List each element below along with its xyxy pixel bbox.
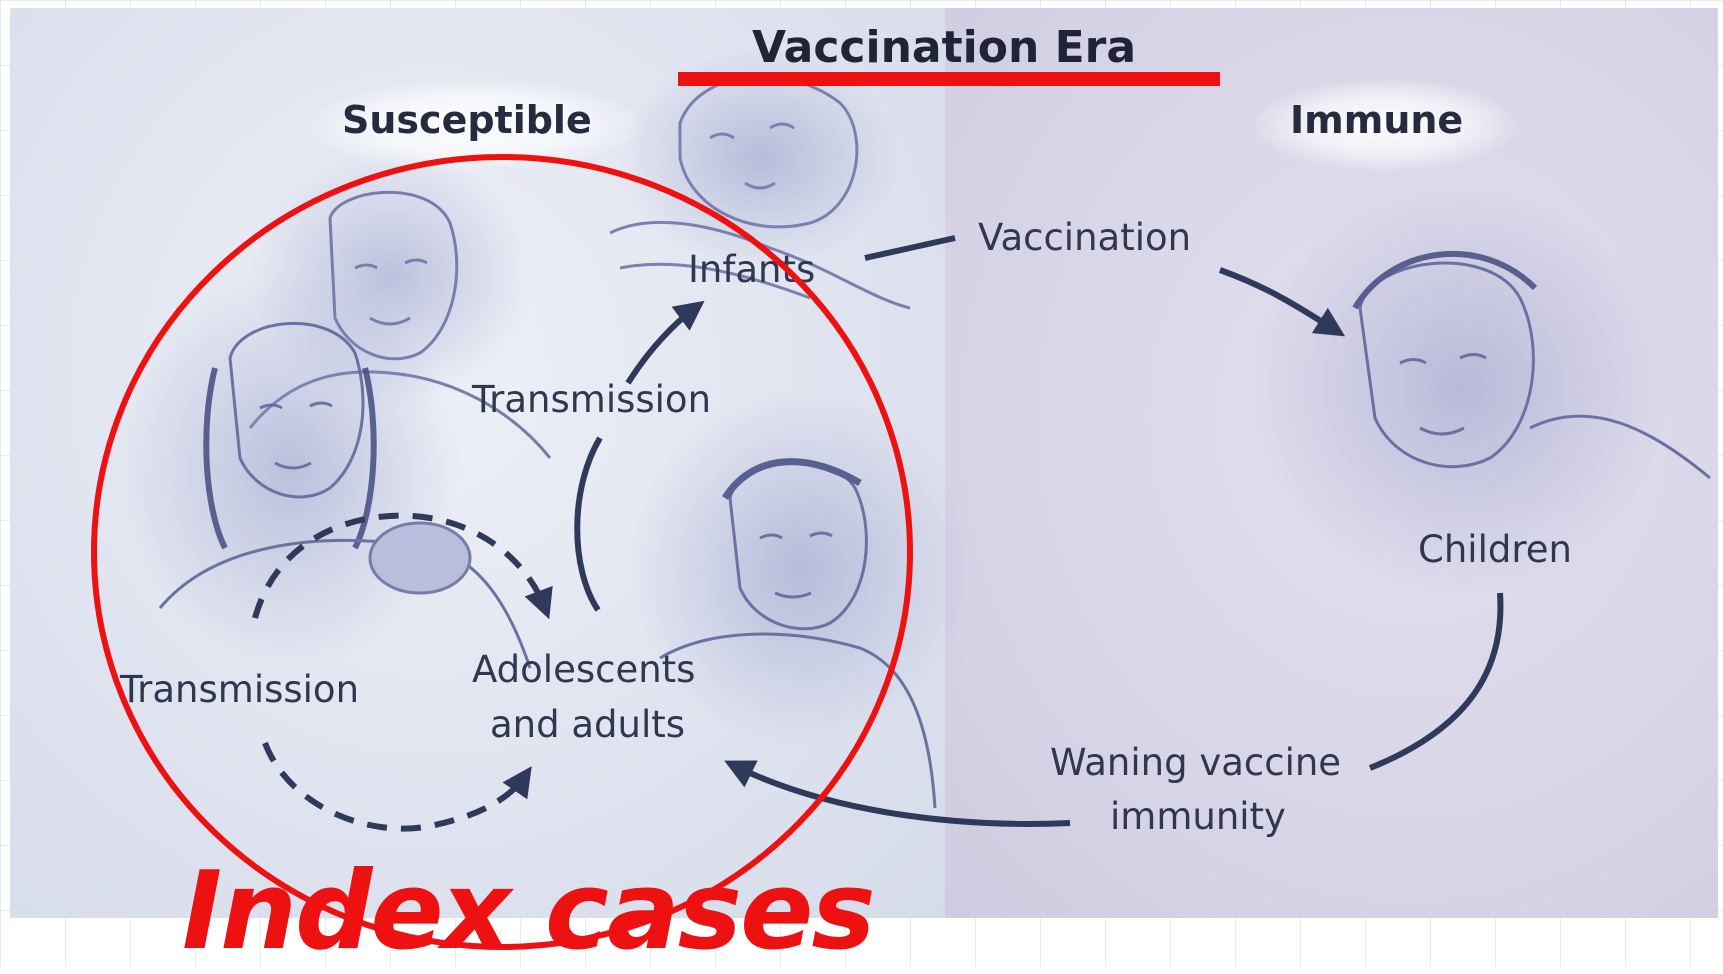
children-to-waning-curve <box>1370 593 1500 768</box>
transmission-upper-label: Transmission <box>472 378 711 421</box>
waning-to-adults-arrow <box>735 766 1070 824</box>
adolescents-label-line1: Adolescents <box>472 648 695 691</box>
waning-label-line1: Waning vaccine <box>1050 741 1341 784</box>
vaccination-to-children-arrow <box>1220 270 1335 330</box>
waning-label-line2: immunity <box>1110 795 1286 838</box>
title-red-underline <box>678 72 1220 86</box>
adults-to-transmission-curve <box>577 438 600 610</box>
children-label: Children <box>1418 528 1572 571</box>
dashed-transmission-loop-upper <box>255 516 545 618</box>
transmission-to-infants-arrow <box>628 308 695 383</box>
index-cases-label: Index cases <box>182 858 874 966</box>
dashed-transmission-loop-lower <box>265 743 525 829</box>
susceptible-heading: Susceptible <box>342 98 592 142</box>
immune-heading: Immune <box>1290 98 1463 142</box>
figure-title: Vaccination Era <box>752 22 1136 73</box>
infants-to-vaccination-line <box>865 238 955 258</box>
vaccination-era-figure: Vaccination Era Susceptible Immune Infan… <box>10 8 1718 918</box>
vaccination-label: Vaccination <box>978 216 1191 259</box>
transmission-left-label: Transmission <box>120 668 359 711</box>
infants-label: Infants <box>688 248 815 291</box>
adolescents-label-line2: and adults <box>490 703 685 746</box>
